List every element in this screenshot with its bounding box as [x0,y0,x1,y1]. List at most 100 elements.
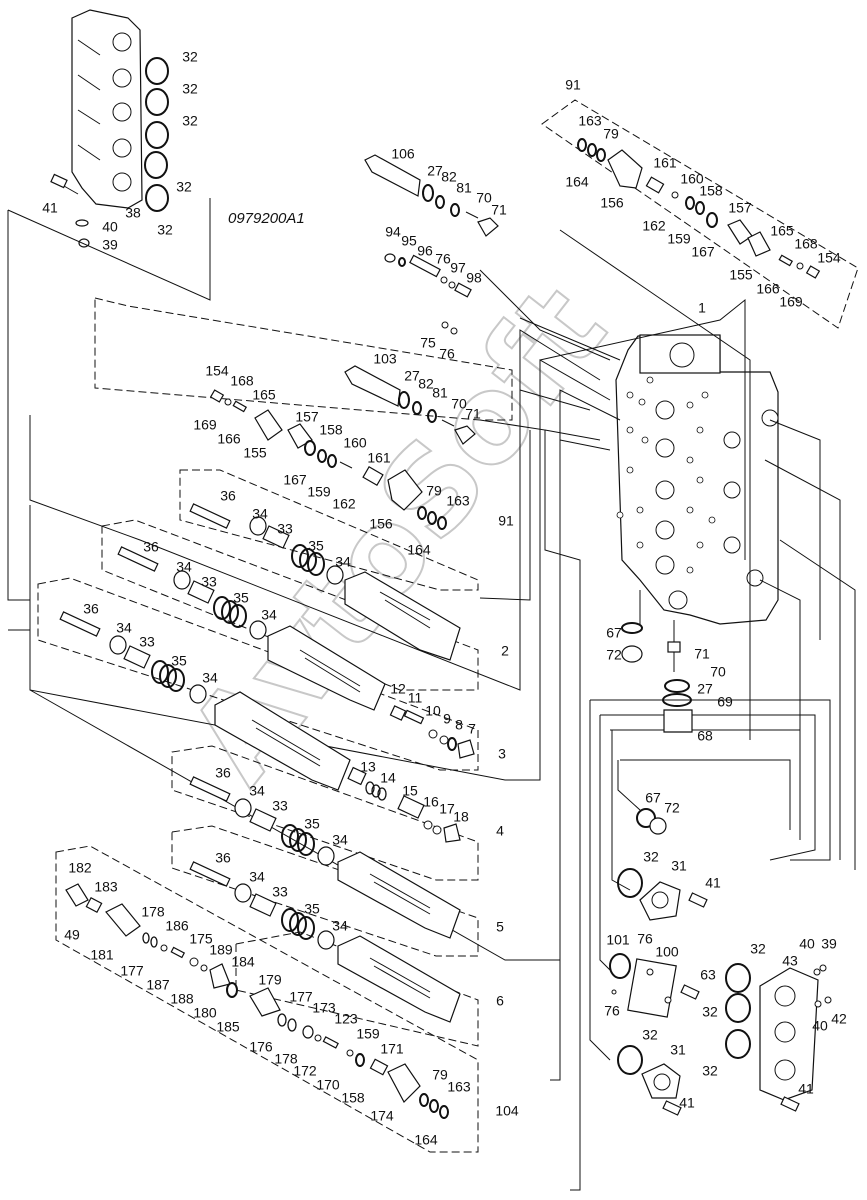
part-label-162: 162 [642,218,666,234]
part-label-159: 159 [356,1026,380,1042]
part-label-82: 82 [441,169,457,185]
part-label-157: 157 [295,409,319,425]
part-label-9: 9 [443,711,451,727]
part-label-41: 41 [42,200,58,216]
part-label-4: 4 [496,823,504,839]
part-label-155: 155 [729,267,753,283]
part-label-76: 76 [435,251,451,267]
part-label-34: 34 [332,918,348,934]
part-label-17: 17 [439,801,455,817]
part-label-178: 178 [141,904,165,920]
part-label-11: 11 [408,690,423,706]
part-label-35: 35 [304,816,320,832]
part-label-3: 3 [498,746,506,762]
part-label-38: 38 [125,205,141,221]
part-label-188: 188 [170,991,194,1007]
part-label-79: 79 [426,483,442,499]
part-label-32: 32 [157,222,173,238]
part-label-76: 76 [604,1003,620,1019]
part-label-71: 71 [465,406,481,422]
part-label-14: 14 [380,770,396,786]
part-label-81: 81 [456,180,472,196]
part-label-33: 33 [201,574,217,590]
part-label-169: 169 [193,417,217,433]
part-label-169: 169 [779,294,803,310]
part-label-181: 181 [90,947,114,963]
part-label-70: 70 [451,396,467,412]
relief-valve-assembly-top [577,138,821,279]
part-label-96: 96 [417,243,433,259]
part-label-39: 39 [821,936,837,952]
flange-31-upper [617,868,708,921]
part-label-165: 165 [770,223,794,239]
part-label-67: 67 [645,790,661,806]
part-label-34: 34 [249,783,265,799]
part-label-164: 164 [414,1132,438,1148]
part-label-39: 39 [102,237,118,253]
part-label-67: 67 [606,625,622,641]
part-label-183: 183 [94,879,118,895]
part-label-175: 175 [189,931,213,947]
part-label-159: 159 [667,231,691,247]
part-label-166: 166 [756,281,780,297]
part-label-34: 34 [176,559,192,575]
part-label-36: 36 [143,539,159,555]
part-label-36: 36 [83,601,99,617]
part-label-36: 36 [220,488,236,504]
part-label-79: 79 [603,126,619,142]
part-label-154: 154 [817,250,841,266]
part-label-10: 10 [425,703,441,719]
part-label-18: 18 [453,809,469,825]
part-label-6: 6 [496,993,504,1009]
part-label-161: 161 [653,155,677,171]
leader-lines [7,198,856,1191]
part-label-32: 32 [643,849,659,865]
part-label-158: 158 [319,422,343,438]
spool-assembly-5 [189,776,461,939]
part-label-41: 41 [679,1095,695,1111]
part-label-32: 32 [182,113,198,129]
part-label-160: 160 [680,171,704,187]
part-label-123: 123 [334,1011,358,1027]
part-label-172: 172 [293,1063,317,1079]
part-label-33: 33 [272,884,288,900]
part-label-35: 35 [233,590,249,606]
part-label-106: 106 [391,146,415,162]
part-label-182: 182 [68,860,92,876]
part-label-32: 32 [182,49,198,65]
part-label-12: 12 [390,681,406,697]
spool-assembly-3 [117,546,475,759]
part-label-41: 41 [705,875,721,891]
part-label-79: 79 [432,1067,448,1083]
part-label-164: 164 [565,174,589,190]
part-label-32: 32 [702,1063,718,1079]
part-label-40: 40 [102,219,118,235]
part-label-177: 177 [289,989,313,1005]
part-label-76: 76 [439,346,455,362]
part-label-35: 35 [171,653,187,669]
part-label-177: 177 [120,963,144,979]
part-label-158: 158 [699,183,723,199]
part-label-34: 34 [249,869,265,885]
part-label-75: 75 [420,335,436,351]
part-label-32: 32 [182,81,198,97]
part-label-40: 40 [799,936,815,952]
part-label-63: 63 [700,967,716,983]
part-label-16: 16 [423,794,439,810]
part-label-32: 32 [642,1027,658,1043]
part-label-168: 168 [230,373,254,389]
part-label-184: 184 [231,954,255,970]
part-label-156: 156 [600,195,624,211]
part-label-32: 32 [176,179,192,195]
part-label-1: 1 [698,300,706,316]
part-label-167: 167 [691,244,715,260]
part-label-34: 34 [261,607,277,623]
part-number-labels: 3232323232414038399116379164156161160158… [42,49,847,1148]
part-label-27: 27 [404,368,420,384]
part-label-165: 165 [252,387,276,403]
part-label-156: 156 [369,516,393,532]
part-label-186: 186 [165,918,189,934]
part-label-167: 167 [283,472,307,488]
valve-body-ports [655,400,779,610]
part-label-101: 101 [606,932,630,948]
